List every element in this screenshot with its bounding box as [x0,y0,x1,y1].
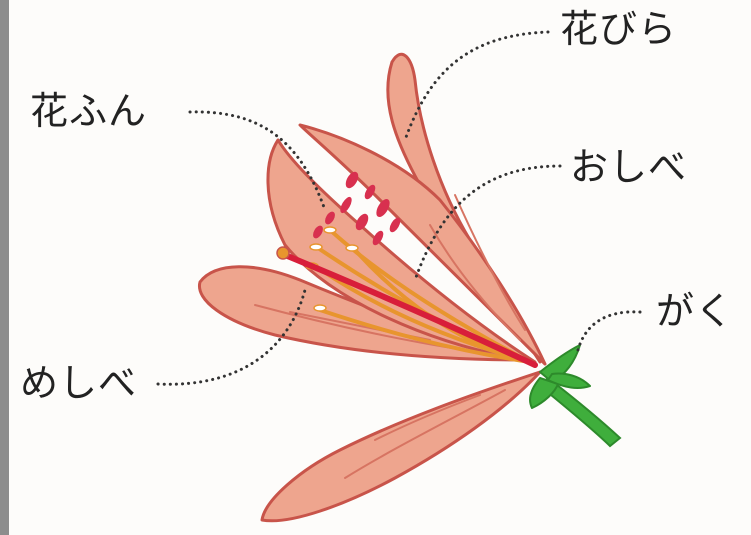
pistil-stigma [277,247,289,259]
label-sepal: がく [656,292,734,330]
label-stamen: おしべ [570,148,687,186]
anther-1 [324,227,336,233]
leader-sepal [578,312,640,350]
anther-5 [346,245,358,251]
label-petal: 花びら [560,10,677,48]
label-pollen: 花ふん [30,92,147,130]
leader-petal [405,32,548,140]
anther-2 [310,244,322,250]
label-pistil: めしべ [20,364,137,402]
petals [199,54,545,521]
anther-4 [314,305,326,311]
